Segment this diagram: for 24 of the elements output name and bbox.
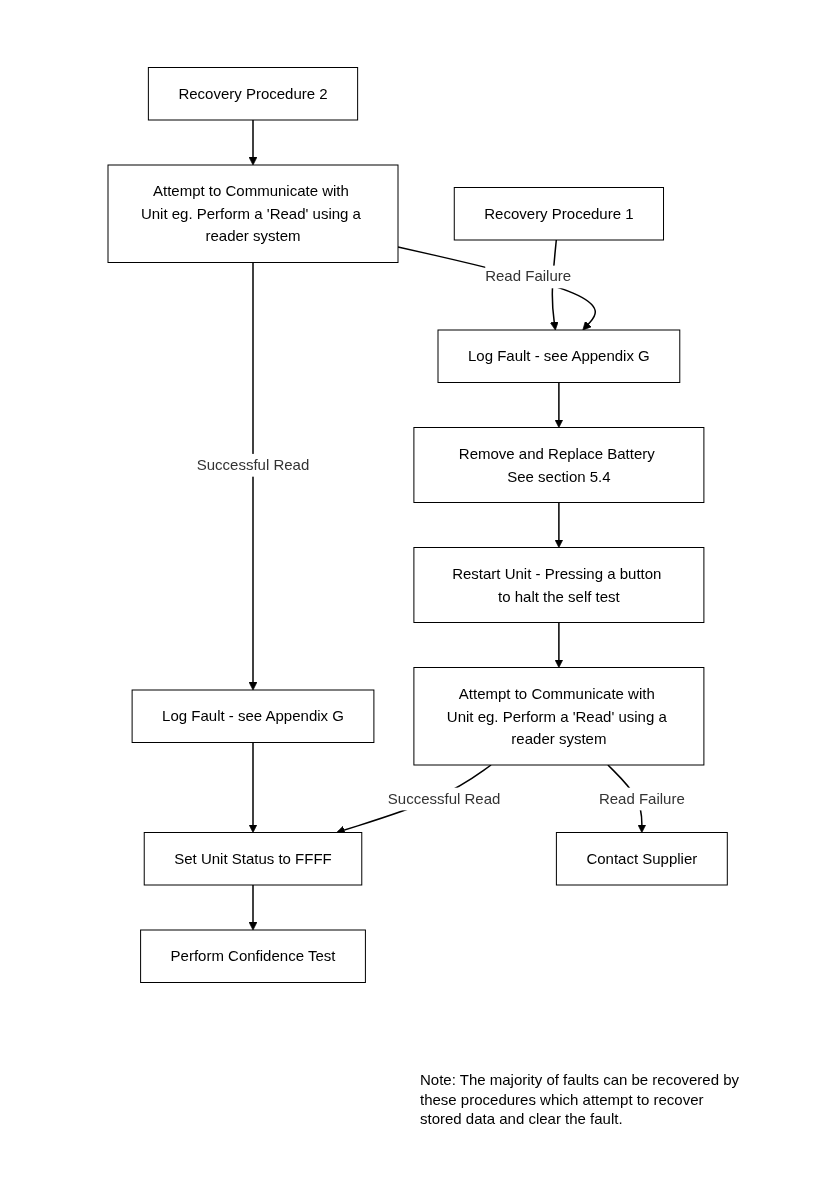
arrow (554, 621, 564, 668)
arrow (554, 381, 564, 428)
node-box: Recovery Procedure 2 (148, 67, 359, 121)
edge-label: Successful Read (197, 455, 310, 473)
node-box: Perform Confidence Test (140, 929, 367, 983)
node-box: Remove and Replace Battery See section 5.4 (413, 427, 705, 503)
node-box: Contact Supplier (556, 832, 729, 886)
node-box: Recovery Procedure 1 (454, 187, 665, 241)
arrow (248, 884, 258, 931)
arrow (397, 246, 597, 331)
node-box: Attempt to Communicate with Unit eg. Perform a 'Read' using a reader system (413, 667, 705, 766)
node-box: Attempt to Communicate with Unit eg. Perform a 'Read' using a reader system (107, 164, 399, 263)
edge-label: Read Failure (485, 267, 572, 285)
edge-label: Read Failure (599, 789, 686, 807)
node-box: Log Fault - see Appendix G (437, 329, 681, 383)
edge-label: Successful Read (388, 789, 501, 807)
note-text: Note: The majority of faults can be recovered by these procedures which attempt to recover stored data and clear the fault. (420, 1070, 740, 1129)
arrow (248, 741, 258, 833)
arrow (554, 501, 564, 548)
arrow (248, 119, 258, 166)
node-box: Restart Unit - Pressing a button to halt the self test (413, 547, 705, 623)
arrow (248, 261, 258, 691)
node-box: Set Unit Status to FFFF (144, 832, 363, 886)
node-box: Log Fault - see Appendix G (131, 689, 375, 743)
